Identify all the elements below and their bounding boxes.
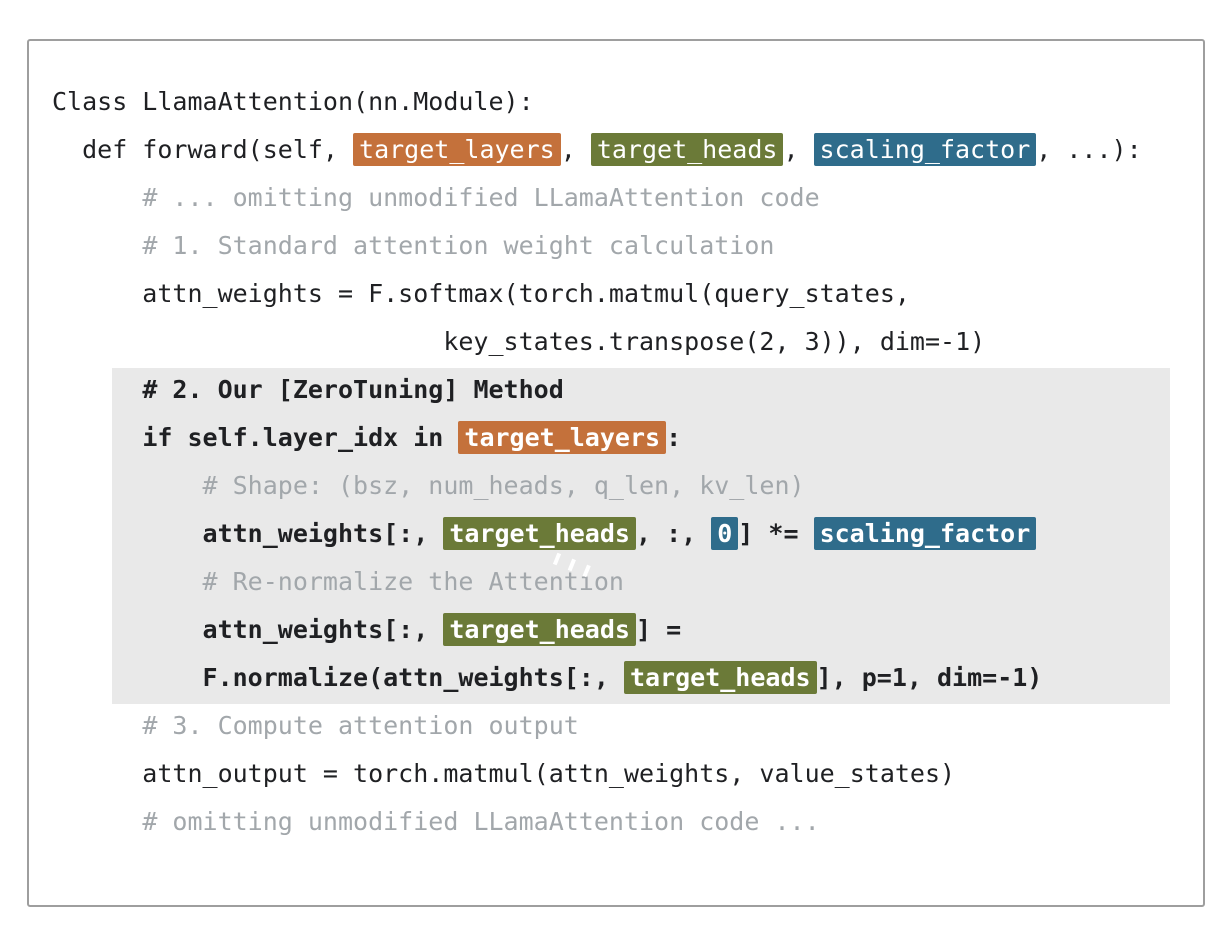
code-text: attn_output = torch.matmul(attn_weights,… — [52, 759, 956, 788]
code-line: # Re-normalize the Attention — [52, 558, 1142, 606]
token-target-heads: target_heads — [623, 661, 817, 694]
code-text — [52, 567, 203, 596]
code-text: Class LlamaAttention(nn.Module): — [52, 87, 534, 116]
code-line: # omitting unmodified LLamaAttention cod… — [52, 798, 1142, 846]
code-text — [52, 375, 142, 404]
code-line: # ... omitting unmodified LLamaAttention… — [52, 174, 1142, 222]
code-line: attn_output = torch.matmul(attn_weights,… — [52, 750, 1142, 798]
code-text — [52, 615, 203, 644]
token-scaling-factor: scaling_factor — [813, 133, 1037, 166]
code-text: attn_weights[:, — [202, 615, 444, 644]
code-text — [52, 807, 142, 836]
code-line: attn_weights = F.softmax(torch.matmul(qu… — [52, 270, 1142, 318]
token-scaling-factor: 0 — [711, 517, 739, 550]
code-line: attn_weights[:, target_heads, :, 0] *= s… — [52, 510, 1142, 558]
code-text — [52, 423, 142, 452]
code-block-frame: Class LlamaAttention(nn.Module): def for… — [27, 39, 1205, 907]
code-text — [52, 183, 142, 212]
code-text: if self.layer_idx in — [142, 423, 459, 452]
code-line: if self.layer_idx in target_layers: — [52, 414, 1142, 462]
code-text: attn_weights = F.softmax(torch.matmul(qu… — [52, 279, 910, 308]
code-line: # 1. Standard attention weight calculati… — [52, 222, 1142, 270]
code-text: , :, — [635, 519, 712, 548]
code-line: attn_weights[:, target_heads] = — [52, 606, 1142, 654]
code-text — [52, 711, 142, 740]
code-text: attn_weights[:, — [202, 519, 444, 548]
code-text: : — [666, 423, 682, 452]
token-target-layers: target_layers — [458, 421, 667, 454]
token-target-heads: target_heads — [590, 133, 784, 166]
code-line: # 2. Our [ZeroTuning] Method — [52, 366, 1142, 414]
code-comment: # ... omitting unmodified LLamaAttention… — [142, 183, 820, 212]
code-text — [52, 231, 142, 260]
code-text — [52, 471, 203, 500]
code-text: ] *= — [738, 519, 814, 548]
code-comment: # 3. Compute attention output — [142, 711, 579, 740]
token-target-heads: target_heads — [443, 613, 636, 646]
code-comment: # 1. Standard attention weight calculati… — [142, 231, 775, 260]
code-comment: # Re-normalize the Attention — [202, 567, 624, 596]
code-text: # 2. Our [ZeroTuning] Method — [142, 375, 564, 404]
code-listing: Class LlamaAttention(nn.Module): def for… — [52, 78, 1142, 846]
code-text: ] = — [635, 615, 682, 644]
code-text — [52, 519, 203, 548]
code-text: def forward(self, — [52, 135, 354, 164]
code-line: # Shape: (bsz, num_heads, q_len, kv_len) — [52, 462, 1142, 510]
code-line: key_states.transpose(2, 3)), dim=-1) — [52, 318, 1142, 366]
token-target-heads: target_heads — [443, 517, 636, 550]
code-text: ], p=1, dim=-1) — [816, 663, 1043, 692]
code-line: # 3. Compute attention output — [52, 702, 1142, 750]
code-comment: # Shape: (bsz, num_heads, q_len, kv_len) — [202, 471, 805, 500]
code-text: , — [560, 135, 591, 164]
code-text: , — [783, 135, 814, 164]
code-text: F.normalize(attn_weights[:, — [202, 663, 624, 692]
code-line: F.normalize(attn_weights[:, target_heads… — [52, 654, 1142, 702]
code-text: key_states.transpose(2, 3)), dim=-1) — [52, 327, 986, 356]
code-text — [52, 663, 203, 692]
code-text: , ...): — [1036, 135, 1142, 164]
code-line: def forward(self, target_layers, target_… — [52, 126, 1142, 174]
token-target-layers: target_layers — [353, 133, 561, 166]
code-comment: # omitting unmodified LLamaAttention cod… — [142, 807, 820, 836]
token-scaling-factor: scaling_factor — [813, 517, 1037, 550]
code-line: Class LlamaAttention(nn.Module): — [52, 78, 1142, 126]
